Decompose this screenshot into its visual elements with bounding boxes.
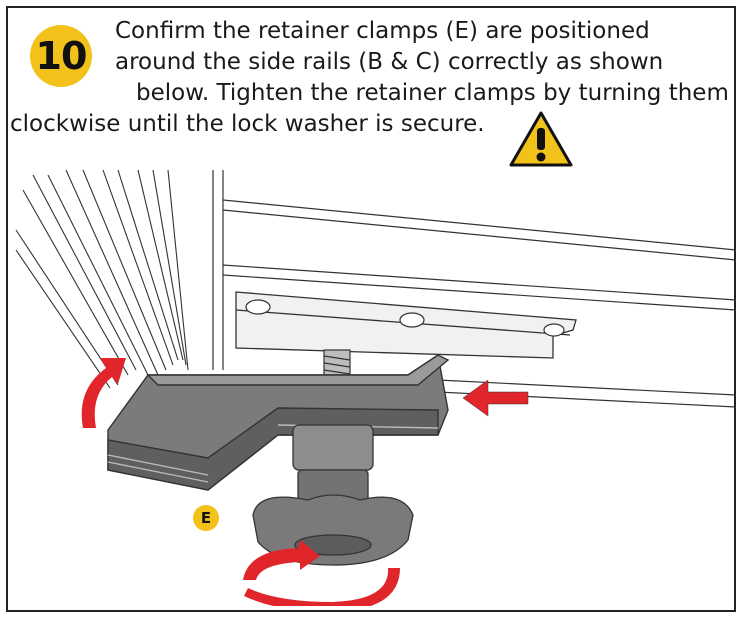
step-number: 10 [35,34,88,78]
step-number-badge: 10 [30,25,92,87]
instruction-line-2: around the side rails (B & C) correctly … [115,49,664,75]
instruction-line-3: below. Tighten the retainer clamps by tu… [136,80,729,106]
instruction-line-1: Confirm the retainer clamps (E) are posi… [115,18,650,44]
warning-triangle-icon [509,111,573,167]
part-label-e: E [193,505,219,531]
instruction-line-4: clockwise until the lock washer is secur… [10,111,485,137]
clamp-illustration [15,170,736,606]
part-label-e-text: E [200,509,212,527]
